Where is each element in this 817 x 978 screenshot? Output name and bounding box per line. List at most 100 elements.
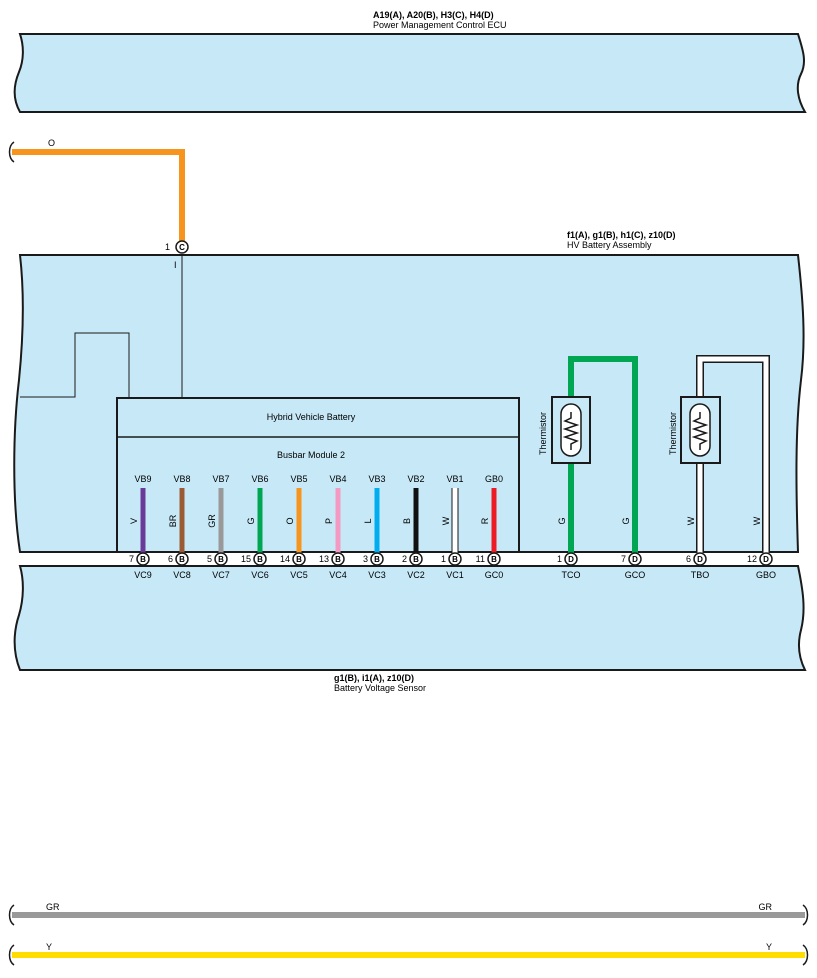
thermistor-element [689,403,711,457]
busbar-terminal-vb2-wire-code: B [402,518,412,524]
busbar-terminal-vb1-connector [448,552,462,566]
thermistor-pin-gco-connector-letter: D [632,555,638,564]
busbar-terminal-gb0-connector-letter: B [491,555,497,564]
busbar-terminal-vb5-connector-letter: B [296,555,302,564]
ecu-panel [13,33,807,113]
busbar-terminal-vb4-connector [331,552,345,566]
thermistor-pin-gbo-wire-code: W [752,516,762,525]
bottom-wire-y-break-right [802,944,809,966]
bottom-wire-y-break-left [8,944,15,966]
wire-orange-top [12,149,185,242]
busbar-terminal-vb2-label: VB2 [407,474,424,484]
battery-label: Hybrid Vehicle Battery [267,412,356,422]
thermistor-pin-tbo-pin-number: 6 [686,554,691,564]
thermistor-pin-tco-connector [564,552,578,566]
thermistor-label: Thermistor [668,412,678,455]
ecu-code: A19(A), A20(B), H3(C), H4(D) [373,10,494,20]
busbar-terminal-gb0-connector [487,552,501,566]
busbar-terminal-gb0-wire-code: R [480,517,490,524]
busbar-terminal-vb1-wire-code: W [441,516,451,525]
busbar-terminal-vb1-bottom-label: VC1 [446,570,464,580]
busbar-terminal-vb7-wire-code: GR [207,514,217,528]
thermistor-pin-gbo-connector-letter: D [763,555,769,564]
busbar-terminal-vb3-connector [370,552,384,566]
busbar-terminal-vb5-bottom-label: VC5 [290,570,308,580]
busbar-terminal-vb2-connector [409,552,423,566]
wire-color-code: O [48,138,55,148]
busbar-terminal-vb7-label: VB7 [212,474,229,484]
busbar-terminal-gb0-bottom-label: GC0 [485,570,504,580]
busbar-terminal-vb3-wire-code: L [363,518,373,523]
connector-letter: C [179,243,185,252]
thermistor-pin-gbo-bottom-label: GBO [756,570,776,580]
bottom-wire-gr-break-left [8,904,15,926]
busbar-label: Busbar Module 2 [277,450,345,460]
busbar-terminal-vb9-connector [136,552,150,566]
bottom-wire-gr-break-right [802,904,809,926]
inner-code: I [174,260,177,270]
connector-circle [175,240,189,254]
busbar-terminal-vb2-pin-number: 2 [402,554,407,564]
busbar-terminal-vb9-connector-letter: B [140,555,146,564]
thermistor-pin-gbo-pin-number: 12 [747,554,757,564]
busbar-terminal-vb4-bottom-label: VC4 [329,570,347,580]
thermistor-pin-tbo-connector-letter: D [697,555,703,564]
thermistor-resistor-icon [691,412,709,450]
busbar-terminal-vb1-pin-number: 1 [441,554,446,564]
busbar-terminal-vb7-connector [214,552,228,566]
busbar-terminal-vb4-pin-number: 13 [319,554,329,564]
busbar-terminal-vb8-connector-letter: B [179,555,185,564]
busbar-terminal-vb5-connector [292,552,306,566]
busbar-terminal-vb8-wire-code: BR [168,514,178,527]
busbar-terminal-vb8-label: VB8 [173,474,190,484]
busbar-terminal-vb3-pin-number: 3 [363,554,368,564]
busbar-terminal-vb8-connector [175,552,189,566]
busbar-terminal-vb2-bottom-label: VC2 [407,570,425,580]
thermistor-pin-tbo-connector [693,552,707,566]
battery-voltage-sensor-panel [13,565,807,671]
sensor-name: Battery Voltage Sensor [334,683,426,693]
busbar-terminal-vb9-pin-number: 7 [129,554,134,564]
busbar-terminal-vb9-bottom-label: VC9 [134,570,152,580]
thermistor-pin-gco-bottom-label: GCO [625,570,646,580]
busbar-terminal-vb8-bottom-label: VC8 [173,570,191,580]
busbar-terminal-vb6-wire-code: G [246,517,256,524]
thermistor-pin-tco-wire-code: G [557,517,567,524]
busbar-terminal-vb7-connector-letter: B [218,555,224,564]
thermistor-pin-tco-pin-number: 1 [557,554,562,564]
busbar-terminal-vb5-label: VB5 [290,474,307,484]
thermistor-pin-tbo-bottom-label: TBO [691,570,710,580]
busbar-terminal-vb6-connector [253,552,267,566]
busbar-terminal-vb7-bottom-label: VC7 [212,570,230,580]
thermistor-pin-gco-pin-number: 7 [621,554,626,564]
thermistor-pin-tco-bottom-label: TCO [562,570,581,580]
busbar-terminal-vb5-pin-number: 14 [280,554,290,564]
busbar-terminal-vb2-connector-letter: B [413,555,419,564]
internal-outline [20,332,130,398]
busbar-terminal-vb6-pin-number: 15 [241,554,251,564]
busbar-terminal-gb0-pin-number: 11 [476,554,485,564]
wire-break-mark [8,141,15,163]
busbar-terminal-vb3-label: VB3 [368,474,385,484]
bottom-wire-y-right-label: Y [766,942,772,952]
busbar-terminal-gb0-label: GB0 [485,474,503,484]
busbar-terminal-vb8-pin-number: 6 [168,554,173,564]
thermistor-label: Thermistor [538,412,548,455]
busbar-terminal-vb3-bottom-label: VC3 [368,570,386,580]
thermistor-element [560,403,582,457]
thermistor-pin-gco-connector [628,552,642,566]
thermistor-pin-tco-connector-letter: D [568,555,574,564]
busbar-terminal-vb9-label: VB9 [134,474,151,484]
busbar-terminal-vb1-connector-letter: B [452,555,458,564]
busbar-terminal-vb7-pin-number: 5 [207,554,212,564]
thermistor-pin-gco-wire-code: G [621,517,631,524]
busbar-terminal-vb4-connector-letter: B [335,555,341,564]
thermistor-pin-gbo-connector [759,552,773,566]
assembly-name: HV Battery Assembly [567,240,652,250]
bottom-wire-gr-left-label: GR [46,902,60,912]
bottom-wire-gr-right-label: GR [759,902,773,912]
busbar-terminal-vb4-label: VB4 [329,474,346,484]
